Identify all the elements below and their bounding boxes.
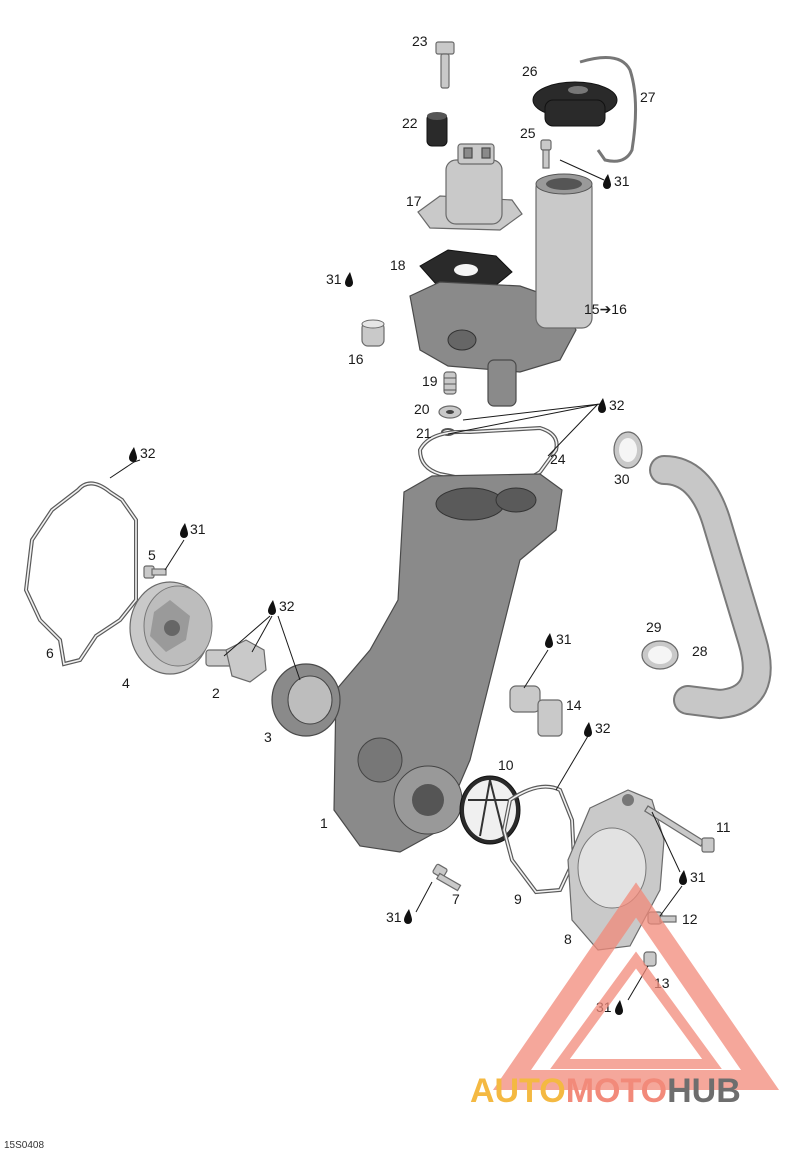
part-2-inner-rotor — [205, 639, 267, 683]
part-upper-housing — [409, 173, 593, 407]
callout-26: 26 — [522, 63, 538, 79]
callout-22: 22 — [402, 115, 418, 131]
part-30-clamp — [613, 431, 643, 469]
callout-16: 16 — [348, 351, 364, 367]
watermark-moto: MOTO — [565, 1072, 668, 1110]
part-25-screw — [540, 139, 552, 169]
callout-labels: 1 2 3 4 5 6 7 8 9 10 11 12 13 14 15➔16 1… — [46, 33, 731, 991]
part-13-plug — [643, 951, 657, 967]
diagram-code: 15S0408 — [4, 1140, 45, 1151]
callout-17: 17 — [406, 193, 422, 209]
oil-drop-icon — [615, 1000, 623, 1015]
lube-note-32: 32 — [140, 445, 156, 461]
oil-drop-icon — [598, 398, 606, 413]
part-14-sensor — [509, 685, 563, 737]
callout-21: 21 — [416, 425, 432, 441]
oil-drop-icon — [404, 909, 412, 924]
callout-24: 24 — [550, 451, 566, 467]
callout-11: 11 — [716, 819, 731, 835]
part-9-gasket — [501, 784, 577, 895]
oil-drop-icon — [345, 272, 353, 287]
callout-18: 18 — [390, 257, 406, 273]
part-5-bolt — [143, 565, 167, 579]
callout-30: 30 — [614, 471, 630, 487]
part-20-washer — [438, 405, 462, 419]
part-6-gasket — [23, 481, 138, 667]
callout-14: 14 — [566, 697, 582, 713]
oil-drop-icon — [603, 174, 611, 189]
part-19-spring — [443, 371, 457, 395]
oil-drop-icon — [584, 722, 592, 737]
callout-10: 10 — [498, 757, 514, 773]
watermark-hub: HUB — [667, 1072, 741, 1110]
part-3-outer-rotor — [271, 663, 341, 737]
callout-12: 12 — [682, 911, 698, 927]
callout-19: 19 — [422, 373, 438, 389]
part-27-wire — [579, 56, 638, 163]
oil-drop-icon — [679, 870, 687, 885]
part-16-sleeve — [361, 319, 385, 347]
callout-4: 4 — [122, 675, 130, 691]
callout-9: 9 — [514, 891, 522, 907]
lube-note-31: 31 — [190, 521, 206, 537]
callout-6: 6 — [46, 645, 54, 661]
oil-drop-icon — [268, 600, 276, 615]
leader-lines — [109, 159, 683, 1001]
part-26-cap — [532, 81, 618, 127]
lube-note-31: 31 — [690, 869, 706, 885]
callout-20: 20 — [414, 401, 430, 417]
lube-note-32: 32 — [609, 397, 625, 413]
part-7-bolt — [432, 863, 462, 892]
lube-note-31: 31 — [614, 173, 630, 189]
lube-note-32: 32 — [595, 720, 611, 736]
part-1-main-housing — [333, 473, 563, 853]
callout-7: 7 — [452, 891, 460, 907]
callout-28: 28 — [692, 643, 708, 659]
callout-2: 2 — [212, 685, 220, 701]
callout-1: 1 — [320, 815, 328, 831]
lube-note-31: 31 — [556, 631, 572, 647]
callout-5: 5 — [148, 547, 156, 563]
watermark-logo — [492, 882, 780, 1090]
part-23-bolt — [435, 41, 455, 89]
part-29-clamp — [641, 640, 679, 670]
part-11-bolt — [643, 805, 715, 853]
part-28-hose — [649, 455, 772, 720]
part-10-screen — [459, 775, 521, 845]
callout-27: 27 — [640, 89, 656, 105]
oil-drop-icon — [129, 447, 137, 462]
oil-drop-icon — [180, 523, 188, 538]
part-24-gasket — [417, 425, 559, 485]
callout-25: 25 — [520, 125, 536, 141]
oil-drop-icons — [129, 174, 687, 1015]
part-4-plate — [129, 581, 213, 675]
lube-note-32: 32 — [279, 598, 295, 614]
callout-29: 29 — [646, 619, 662, 635]
lube-note-31: 31 — [386, 909, 402, 925]
callout-8: 8 — [564, 931, 572, 947]
callout-15-16: 15➔16 — [584, 301, 627, 317]
oil-drop-icon — [545, 633, 553, 648]
part-22-sleeve — [426, 112, 448, 147]
callout-3: 3 — [264, 729, 272, 745]
callout-23: 23 — [412, 33, 428, 49]
watermark-wordmark: AUTOMOTOHUB — [470, 1072, 741, 1111]
part-17-actuator — [417, 143, 523, 231]
lube-note-31: 31 — [326, 271, 342, 287]
watermark-auto: AUTO — [470, 1072, 566, 1110]
